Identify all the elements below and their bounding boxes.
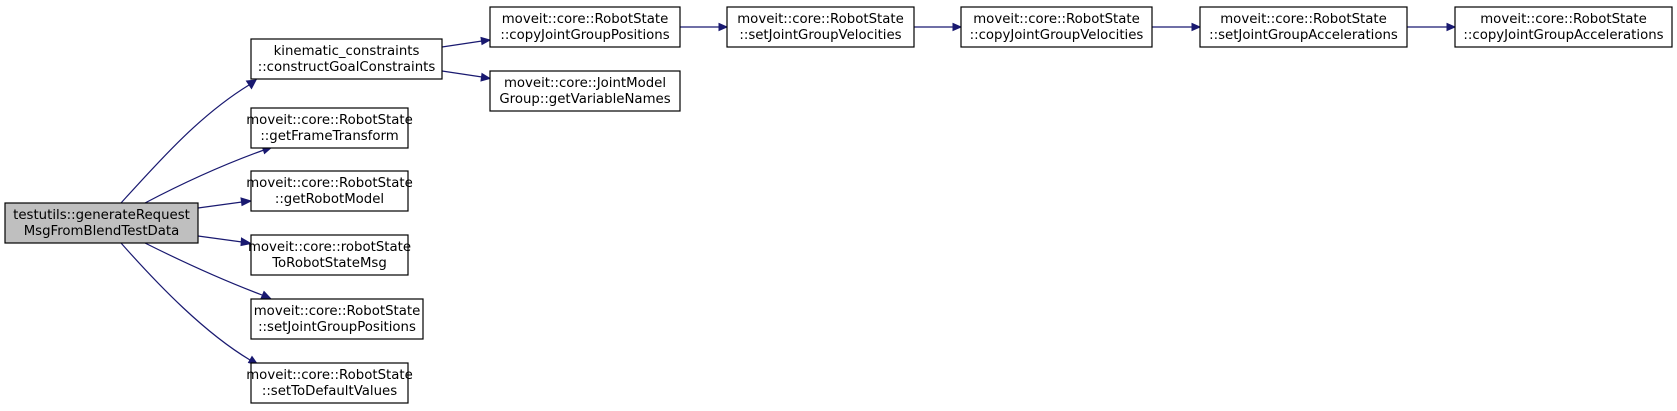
node-box[interactable] [4, 202, 199, 244]
node-label-line: moveit::core::RobotState [1220, 12, 1387, 27]
edge-root-to-kc [120, 79, 257, 204]
node-setJGV[interactable]: moveit::core::RobotState::setJointGroupV… [726, 6, 915, 48]
node-label-line: MsgFromBlendTestData [24, 224, 180, 239]
node-getFrame[interactable]: moveit::core::RobotState::getFrameTransf… [246, 107, 413, 149]
node-box[interactable] [250, 107, 409, 149]
node-label-line: moveit::core::RobotState [737, 12, 904, 27]
node-label-line: ::copyJointGroupPositions [500, 28, 669, 43]
arrow-head-icon [480, 72, 492, 82]
arrow-head-icon [1446, 22, 1457, 32]
node-label-line: moveit::core::JointModel [504, 76, 666, 91]
arrow-head-icon [240, 197, 253, 207]
node-box[interactable] [726, 6, 915, 48]
arrow-head-icon [1191, 22, 1202, 32]
node-label-line: ::getRobotModel [275, 192, 384, 207]
node-setJGP[interactable]: moveit::core::RobotState::setJointGroupP… [250, 298, 424, 340]
edge-copyJGP-to-setJGV [680, 22, 729, 32]
node-getModel[interactable]: moveit::core::RobotState::getRobotModel [246, 170, 413, 212]
node-label-line: ::copyJointGroupAccelerations [1463, 28, 1663, 43]
arrow-head-icon [240, 237, 253, 247]
node-box[interactable] [250, 170, 409, 212]
node-label-line: moveit::core::robotState [248, 240, 411, 255]
arrow-head-icon [952, 22, 963, 32]
edge-root-to-getModel [197, 197, 253, 209]
node-label-line: kinematic_constraints [274, 44, 420, 59]
node-label-line: moveit::core::RobotState [1480, 12, 1647, 27]
node-label-line: testutils::generateRequest [13, 208, 190, 223]
node-box[interactable] [1454, 6, 1673, 48]
edge-line [441, 70, 483, 78]
edge-copyJGV-to-setJGA [1152, 22, 1202, 32]
node-label-line: ::copyJointGroupVelocities [970, 28, 1144, 43]
edge-setJGA-to-copyJGA [1407, 22, 1457, 32]
node-box[interactable] [250, 298, 424, 340]
node-box[interactable] [960, 6, 1153, 48]
node-varNames[interactable]: moveit::core::JointModelGroup::getVariab… [489, 70, 681, 112]
node-label-line: moveit::core::RobotState [246, 113, 413, 128]
node-box[interactable] [1199, 6, 1408, 48]
edge-line [441, 40, 483, 48]
node-label-line: ::constructGoalConstraints [258, 60, 436, 75]
node-copyJGP[interactable]: moveit::core::RobotState::copyJointGroup… [489, 6, 681, 48]
arrow-head-icon [718, 22, 729, 32]
node-label-line: ::getFrameTransform [260, 129, 398, 144]
node-copyJGA[interactable]: moveit::core::RobotState::copyJointGroup… [1454, 6, 1673, 48]
edge-root-to-setDef [120, 242, 260, 366]
edge-kc-to-copyJGP [441, 36, 492, 48]
edge-kc-to-varNames [441, 70, 492, 82]
node-label-line: ::setJointGroupAccelerations [1209, 28, 1398, 43]
node-label-line: ::setJointGroupVelocities [739, 28, 901, 43]
node-setDef[interactable]: moveit::core::RobotState::setToDefaultVa… [246, 362, 413, 404]
edge-setJGV-to-copyJGV [914, 22, 963, 32]
node-box[interactable] [250, 38, 443, 80]
node-setJGA[interactable]: moveit::core::RobotState::setJointGroupA… [1199, 6, 1408, 48]
node-label-line: moveit::core::RobotState [502, 12, 669, 27]
edge-line [120, 84, 250, 204]
arrow-head-icon [260, 290, 273, 300]
edge-line [197, 235, 243, 243]
nodes-layer: testutils::generateRequestMsgFromBlendTe… [4, 6, 1673, 404]
edge-root-to-toMsg [197, 235, 253, 247]
node-box[interactable] [489, 6, 681, 48]
node-box[interactable] [250, 234, 409, 276]
edge-line [144, 242, 263, 296]
node-label-line: Group::getVariableNames [499, 92, 670, 107]
arrow-head-icon [245, 79, 257, 90]
node-box[interactable] [250, 362, 409, 404]
node-root[interactable]: testutils::generateRequestMsgFromBlendTe… [4, 202, 199, 244]
node-label-line: ToRobotStateMsg [271, 256, 387, 271]
node-label-line: moveit::core::RobotState [973, 12, 1140, 27]
node-label-line: moveit::core::RobotState [254, 304, 421, 319]
edge-line [120, 242, 251, 361]
node-box[interactable] [489, 70, 681, 112]
node-label-line: ::setJointGroupPositions [258, 320, 416, 335]
edge-line [144, 149, 265, 204]
node-label-line: moveit::core::RobotState [246, 176, 413, 191]
edges-layer [120, 22, 1457, 366]
node-kc[interactable]: kinematic_constraints::constructGoalCons… [250, 38, 443, 80]
node-label-line: moveit::core::RobotState [246, 368, 413, 383]
arrow-head-icon [480, 36, 492, 46]
node-label-line: ::setToDefaultValues [262, 384, 397, 399]
edge-line [197, 201, 243, 209]
node-copyJGV[interactable]: moveit::core::RobotState::copyJointGroup… [960, 6, 1153, 48]
